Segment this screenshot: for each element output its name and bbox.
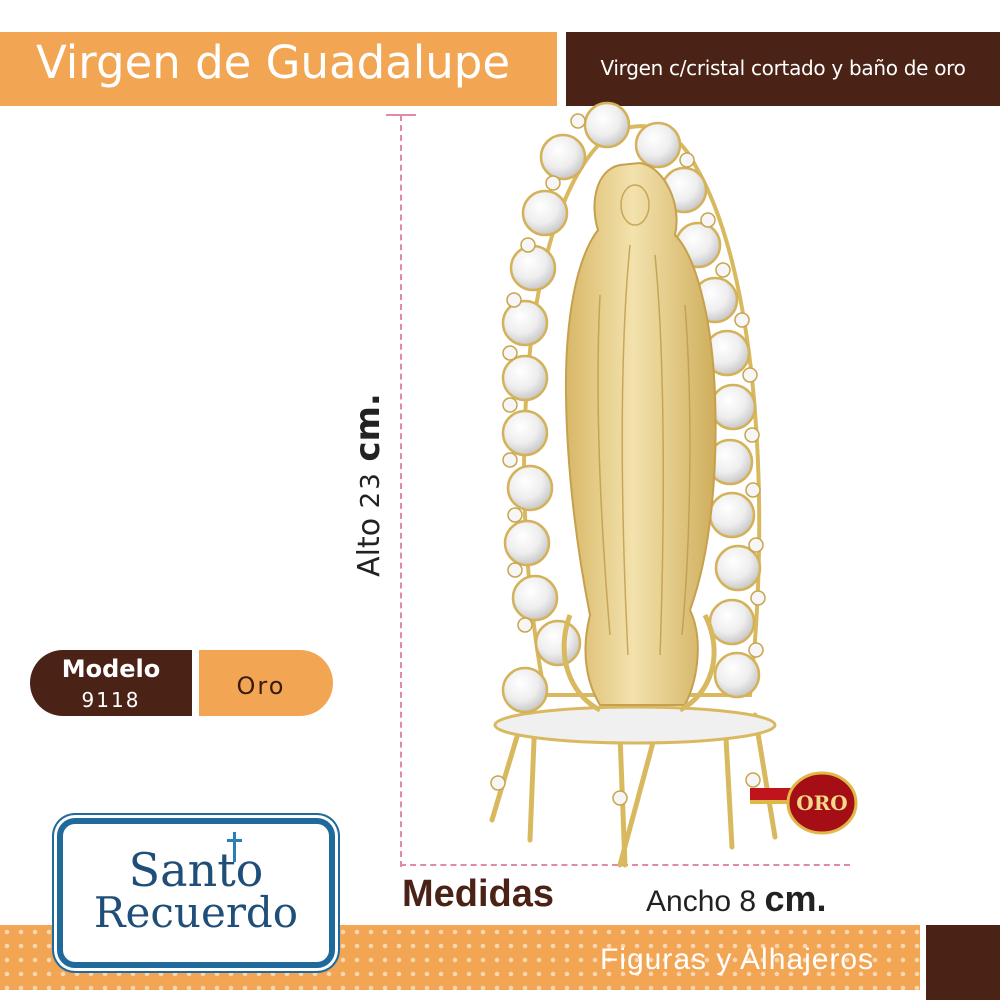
product-title: Virgen de Guadalupe: [36, 36, 511, 89]
virgin-figure-image: [489, 101, 778, 868]
brand-logo: [57, 818, 335, 968]
height-unit: cm.: [348, 393, 388, 462]
footer-accent-square: [926, 925, 1000, 1000]
oro-seal-badge: ORO: [750, 771, 858, 835]
cross-icon: [227, 832, 242, 862]
model-badge-right: [199, 650, 333, 716]
brand-logo-line2: Recuerdo: [93, 888, 299, 937]
width-prefix: Ancho: [646, 885, 732, 918]
model-label: Modelo: [61, 655, 161, 683]
brand-logo-line1: Santo: [128, 843, 264, 897]
footer-category: Figuras y Alhajeros: [600, 943, 875, 976]
height-measure-label: Alto 23 cm.: [348, 335, 388, 635]
height-guide-line: [400, 115, 402, 867]
seal-text: ORO: [796, 791, 847, 815]
height-prefix: Alto: [352, 517, 387, 577]
title-banner: [0, 32, 557, 106]
height-value: 23: [356, 471, 386, 509]
model-finish: Oro: [236, 672, 286, 700]
model-badge-left: [30, 650, 192, 716]
width-value: 8: [739, 885, 757, 918]
width-unit: cm.: [764, 878, 827, 919]
product-subtitle: Virgen c/cristal cortado y baño de oro: [600, 56, 966, 80]
medidas-label: Medidas: [402, 873, 555, 915]
model-number: 9118: [81, 688, 141, 712]
subtitle-banner: [566, 32, 1000, 106]
width-measure-label: Ancho 8 cm.: [646, 878, 827, 920]
